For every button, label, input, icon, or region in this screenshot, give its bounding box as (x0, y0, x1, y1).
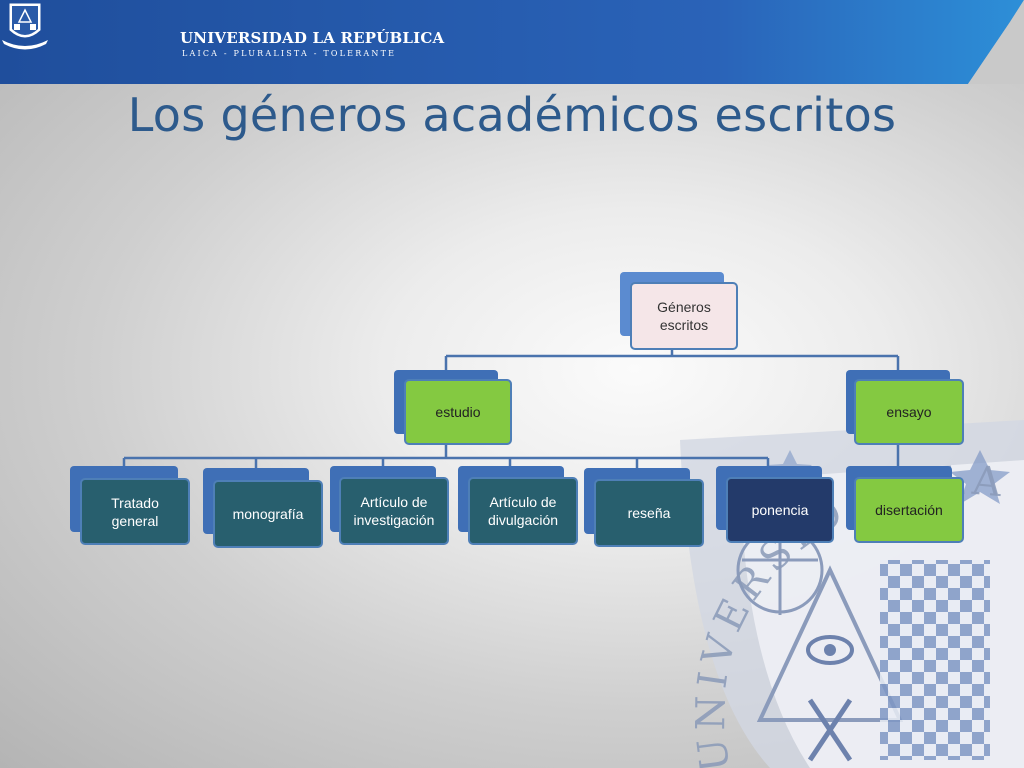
university-motto: LAICA - PLURALISTA - TOLERANTE (182, 49, 397, 58)
node-articulo-divulgacion-label: Artículo de divulgación (468, 477, 578, 545)
slide-title: Los géneros académicos escritos (127, 88, 897, 142)
header-background (0, 0, 1024, 84)
node-tratado-general-label: Tratado general (80, 478, 190, 545)
university-logo (2, 3, 48, 50)
node-ponencia-label: ponencia (726, 477, 834, 543)
node-resena-label: reseña (594, 479, 704, 547)
node-monografia-label: monografía (213, 480, 323, 548)
header-banner: UNIVERSIDAD LA REPÚBLICA LAICA - PLURALI… (0, 0, 1024, 84)
node-generos-escritos-label: Géneros escritos (630, 282, 738, 350)
node-estudio-label: estudio (404, 379, 512, 445)
node-disertacion-label: disertación (854, 477, 964, 543)
university-name: UNIVERSIDAD LA REPÚBLICA (180, 29, 445, 47)
node-articulo-investigacion-label: Artículo de investigación (339, 477, 449, 545)
node-ensayo-label: ensayo (854, 379, 964, 445)
